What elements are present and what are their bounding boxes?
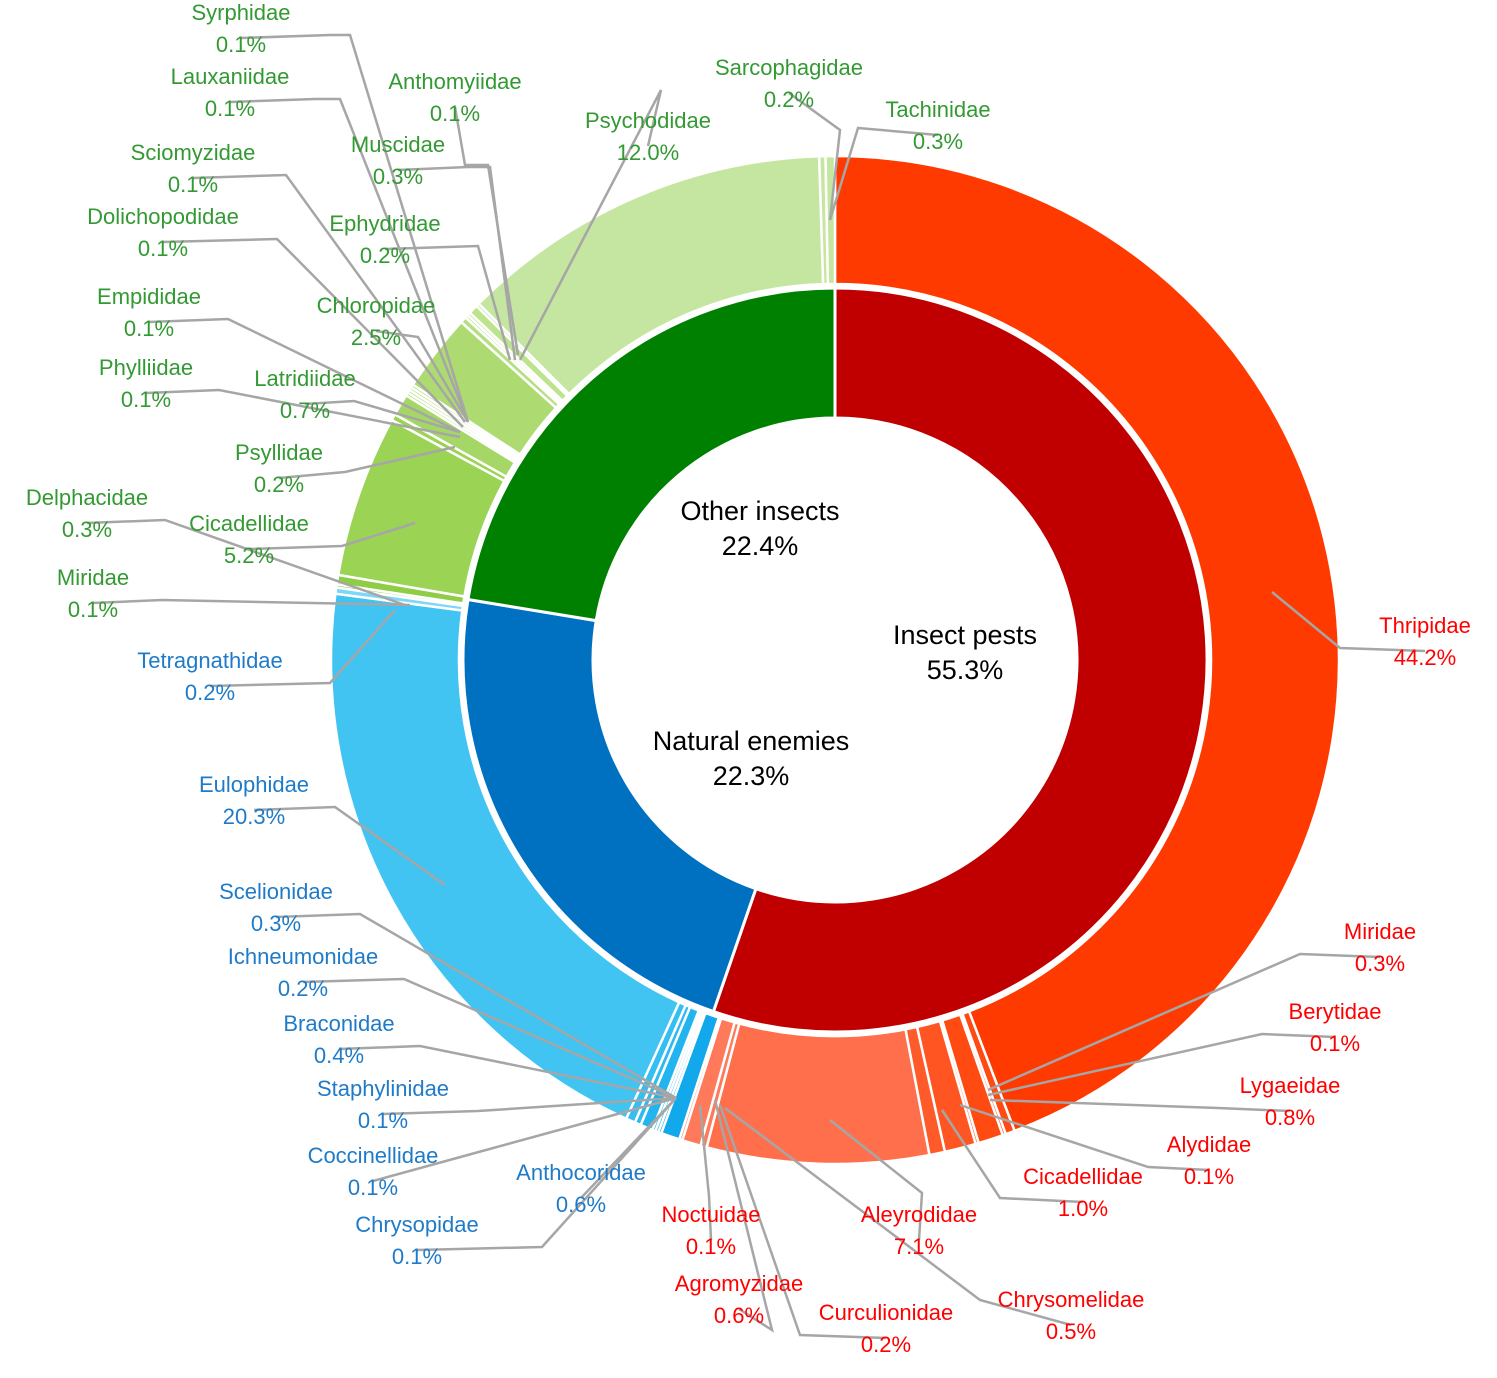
leader-line-other-insects-dolichopodidae xyxy=(162,237,464,428)
leader-line-natural-enemies-coccinellidae xyxy=(372,1096,677,1183)
leader-line-other-insects-chloropidae xyxy=(375,329,470,423)
leader-line-other-insects-empididae xyxy=(148,317,461,434)
leader-line-other-insects-syrphidae xyxy=(240,33,470,423)
leader-line-other-insects-cicadellidae xyxy=(248,521,416,551)
leader-line-other-insects-psychodidae xyxy=(518,89,663,361)
leader-line-other-insects-psyllidae xyxy=(278,445,456,480)
leader-line-other-insects-lauxaniidae xyxy=(229,97,470,423)
leader-line-other-insects-sarcophagidae xyxy=(788,91,842,221)
leader-line-other-insects-tachinidae xyxy=(828,126,939,221)
leader-line-other-insects-miridae xyxy=(92,598,411,607)
leader-line-insect-pests-agromyzidae xyxy=(713,1099,774,1333)
inner-segment-other-insects xyxy=(466,286,837,623)
leader-line-insect-pests-noctuidae xyxy=(698,1104,713,1241)
leader-line-natural-enemies-scelionidae xyxy=(275,912,677,1100)
inner-ring xyxy=(461,286,1209,1034)
leader-line-natural-enemies-eulophidae xyxy=(253,805,446,887)
leader-line-insect-pests-chrysomelidae xyxy=(724,1107,1072,1327)
outer-segment-insect-pests-thripidae xyxy=(833,154,1341,1133)
leader-line-natural-enemies-staphylinidae xyxy=(382,1096,677,1116)
leader-line-natural-enemies-ichneumonidae xyxy=(302,977,677,1100)
inner-segment-insect-pests xyxy=(711,286,1209,1034)
leader-line-natural-enemies-tetragnathidae xyxy=(209,609,396,688)
leader-line-insect-pests-thripidae xyxy=(1271,591,1426,653)
leader-line-insect-pests-curculionidae xyxy=(718,1104,887,1340)
leader-line-other-insects-sciomyzidae xyxy=(192,173,467,423)
leader-line-insect-pests-lygaeidae xyxy=(989,1098,1291,1113)
leader-line-other-insects-phylliidae xyxy=(145,388,461,439)
leader-line-natural-enemies-chrysopidae xyxy=(416,1097,677,1252)
outer-segment-insect-pests-aleyrodidae xyxy=(705,1022,931,1166)
leader-line-other-insects-latridiidae xyxy=(304,399,461,434)
leader-line-insect-pests-aleyrodidae xyxy=(829,1119,924,1241)
leader-line-insect-pests-cicadellidae xyxy=(940,1109,1084,1204)
leader-line-other-insects-delphacidae xyxy=(86,518,406,607)
leader-lines xyxy=(86,33,1426,1340)
leader-line-insect-pests-miridae xyxy=(987,952,1381,1092)
inner-segment-natural-enemies xyxy=(461,597,758,1014)
leader-line-natural-enemies-braconidae xyxy=(338,1044,677,1100)
leader-line-insect-pests-berytidae xyxy=(987,1032,1336,1097)
leader-line-other-insects-anthomyiidae xyxy=(453,106,520,356)
leader-line-insect-pests-alydidae xyxy=(959,1103,1210,1172)
